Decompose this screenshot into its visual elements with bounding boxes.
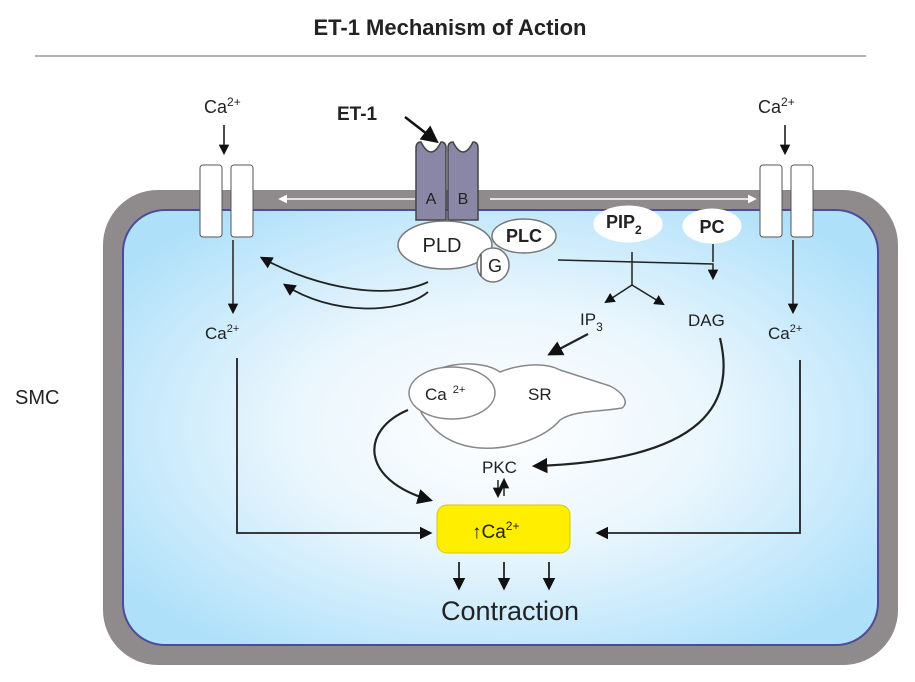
arrow-sr-to-calcium <box>373 408 433 505</box>
enzyme-plc: PLC <box>506 226 542 246</box>
messenger-ip3: IP3 <box>580 310 603 334</box>
calcium-extracellular-right: Ca2+ <box>758 95 795 117</box>
enzyme-pld-shape <box>397 220 493 270</box>
arrow-pld-to-left-channel-2 <box>282 283 429 310</box>
substrate-pc: PC <box>699 217 724 237</box>
calcium-channel-right <box>759 164 814 238</box>
pkc: PKC <box>482 458 517 477</box>
calcium-channel-left <box>199 164 254 238</box>
calcium-intracellular-left: Ca2+ <box>205 323 239 343</box>
messenger-dag: DAG <box>688 311 725 330</box>
arrow-pld-to-left-channel-1 <box>259 256 429 292</box>
central-calcium-box <box>436 504 571 554</box>
receptor-subunit-a: A <box>426 191 437 208</box>
arrow-ip3-to-sr <box>547 333 589 356</box>
page-title: ET-1 Mechanism of Action <box>313 15 586 40</box>
contraction-arrows <box>452 562 556 591</box>
ligand-et1: ET-1 <box>337 104 378 125</box>
enzyme-pld: PLD <box>423 235 462 257</box>
pip2-split-arrows <box>604 252 665 306</box>
g-protein-shape <box>476 247 510 283</box>
receptor-subunit-b: B <box>458 191 469 208</box>
receptor <box>415 141 479 221</box>
calcium-extracellular-left: Ca2+ <box>204 95 241 117</box>
calcium-intracellular-right: Ca2+ <box>768 323 802 343</box>
sarcoplasmic-reticulum: SR <box>528 385 552 404</box>
sr-calcium-store-shape <box>408 366 496 420</box>
substrate-pc-shape <box>682 208 742 244</box>
substrate-pip2: PIP2 <box>606 212 642 237</box>
central-calcium: ↑Ca2+ <box>472 519 519 543</box>
cell-label: SMC <box>15 387 59 409</box>
g-protein: G <box>488 256 502 276</box>
pkc-bidirectional-arrows <box>492 477 510 499</box>
substrate-pip2-shape <box>593 205 663 243</box>
arrow-right-calcium-to-central <box>595 360 801 540</box>
arrow-pld-to-dag <box>557 259 719 281</box>
enzyme-plc-shape <box>491 218 557 254</box>
arrow-et1-to-receptor <box>404 116 439 144</box>
arrow-left-calcium-to-central <box>236 358 433 540</box>
arrow-dag-to-pkc <box>531 337 725 474</box>
outcome-contraction: Contraction <box>441 596 579 626</box>
